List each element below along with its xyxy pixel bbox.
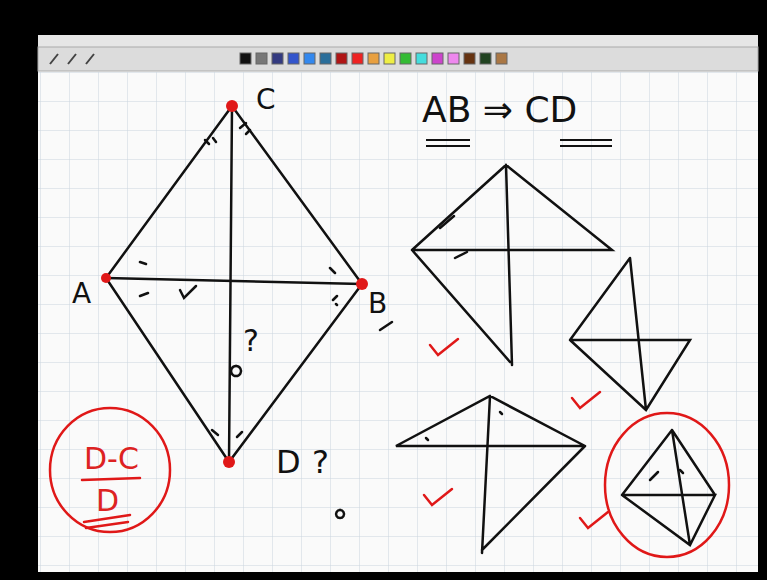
vertex-label: D [276, 446, 301, 478]
vertex-label: A [72, 280, 91, 308]
note-text: AB ⇒ CD [422, 92, 577, 128]
question-mark: ? [312, 446, 329, 478]
fraction-denominator: D [96, 486, 119, 516]
question-mark: ? [243, 326, 259, 356]
vertex-label: C [256, 86, 276, 114]
fraction-numerator: D-C [84, 444, 139, 474]
vertex-label: B [368, 290, 387, 318]
